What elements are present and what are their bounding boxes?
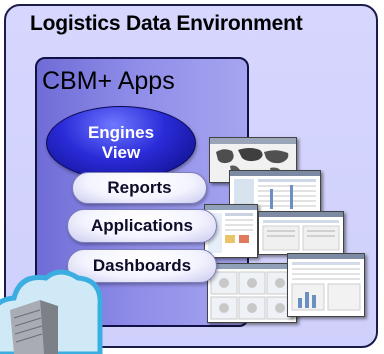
dashboards-button[interactable]: Dashboards bbox=[67, 249, 217, 283]
table-screenshot bbox=[229, 170, 321, 214]
dashboards-label: Dashboards bbox=[92, 256, 192, 275]
cloud-icon bbox=[0, 269, 103, 354]
application-screenshot bbox=[258, 211, 344, 255]
engines-view-label-line1: Engines bbox=[87, 123, 155, 142]
applications-button[interactable]: Applications bbox=[67, 209, 217, 243]
engines-view-label-line2: View bbox=[101, 143, 141, 162]
reports-label: Reports bbox=[107, 178, 172, 197]
dashboard-screenshot bbox=[207, 263, 297, 323]
reports-button[interactable]: Reports bbox=[72, 172, 207, 204]
panel-title: Logistics Data Environment bbox=[30, 12, 303, 35]
analytics-screenshot bbox=[287, 253, 365, 317]
server-rack-icon bbox=[10, 300, 58, 354]
engines-view-button[interactable]: Engines View bbox=[46, 106, 196, 180]
applications-label: Applications bbox=[90, 216, 193, 235]
cbm-apps-title: CBM+ Apps bbox=[42, 67, 175, 95]
